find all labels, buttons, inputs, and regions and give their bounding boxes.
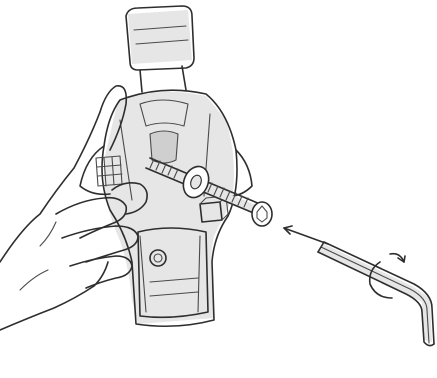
hand (0, 85, 148, 331)
rotate-arrow (368, 252, 406, 299)
mount-bracket (79, 89, 253, 328)
bolt-head (251, 201, 273, 227)
washer (182, 165, 210, 199)
hex-key (317, 241, 435, 347)
mount-strap (125, 5, 195, 93)
insert-direction-arrow (283, 225, 329, 245)
